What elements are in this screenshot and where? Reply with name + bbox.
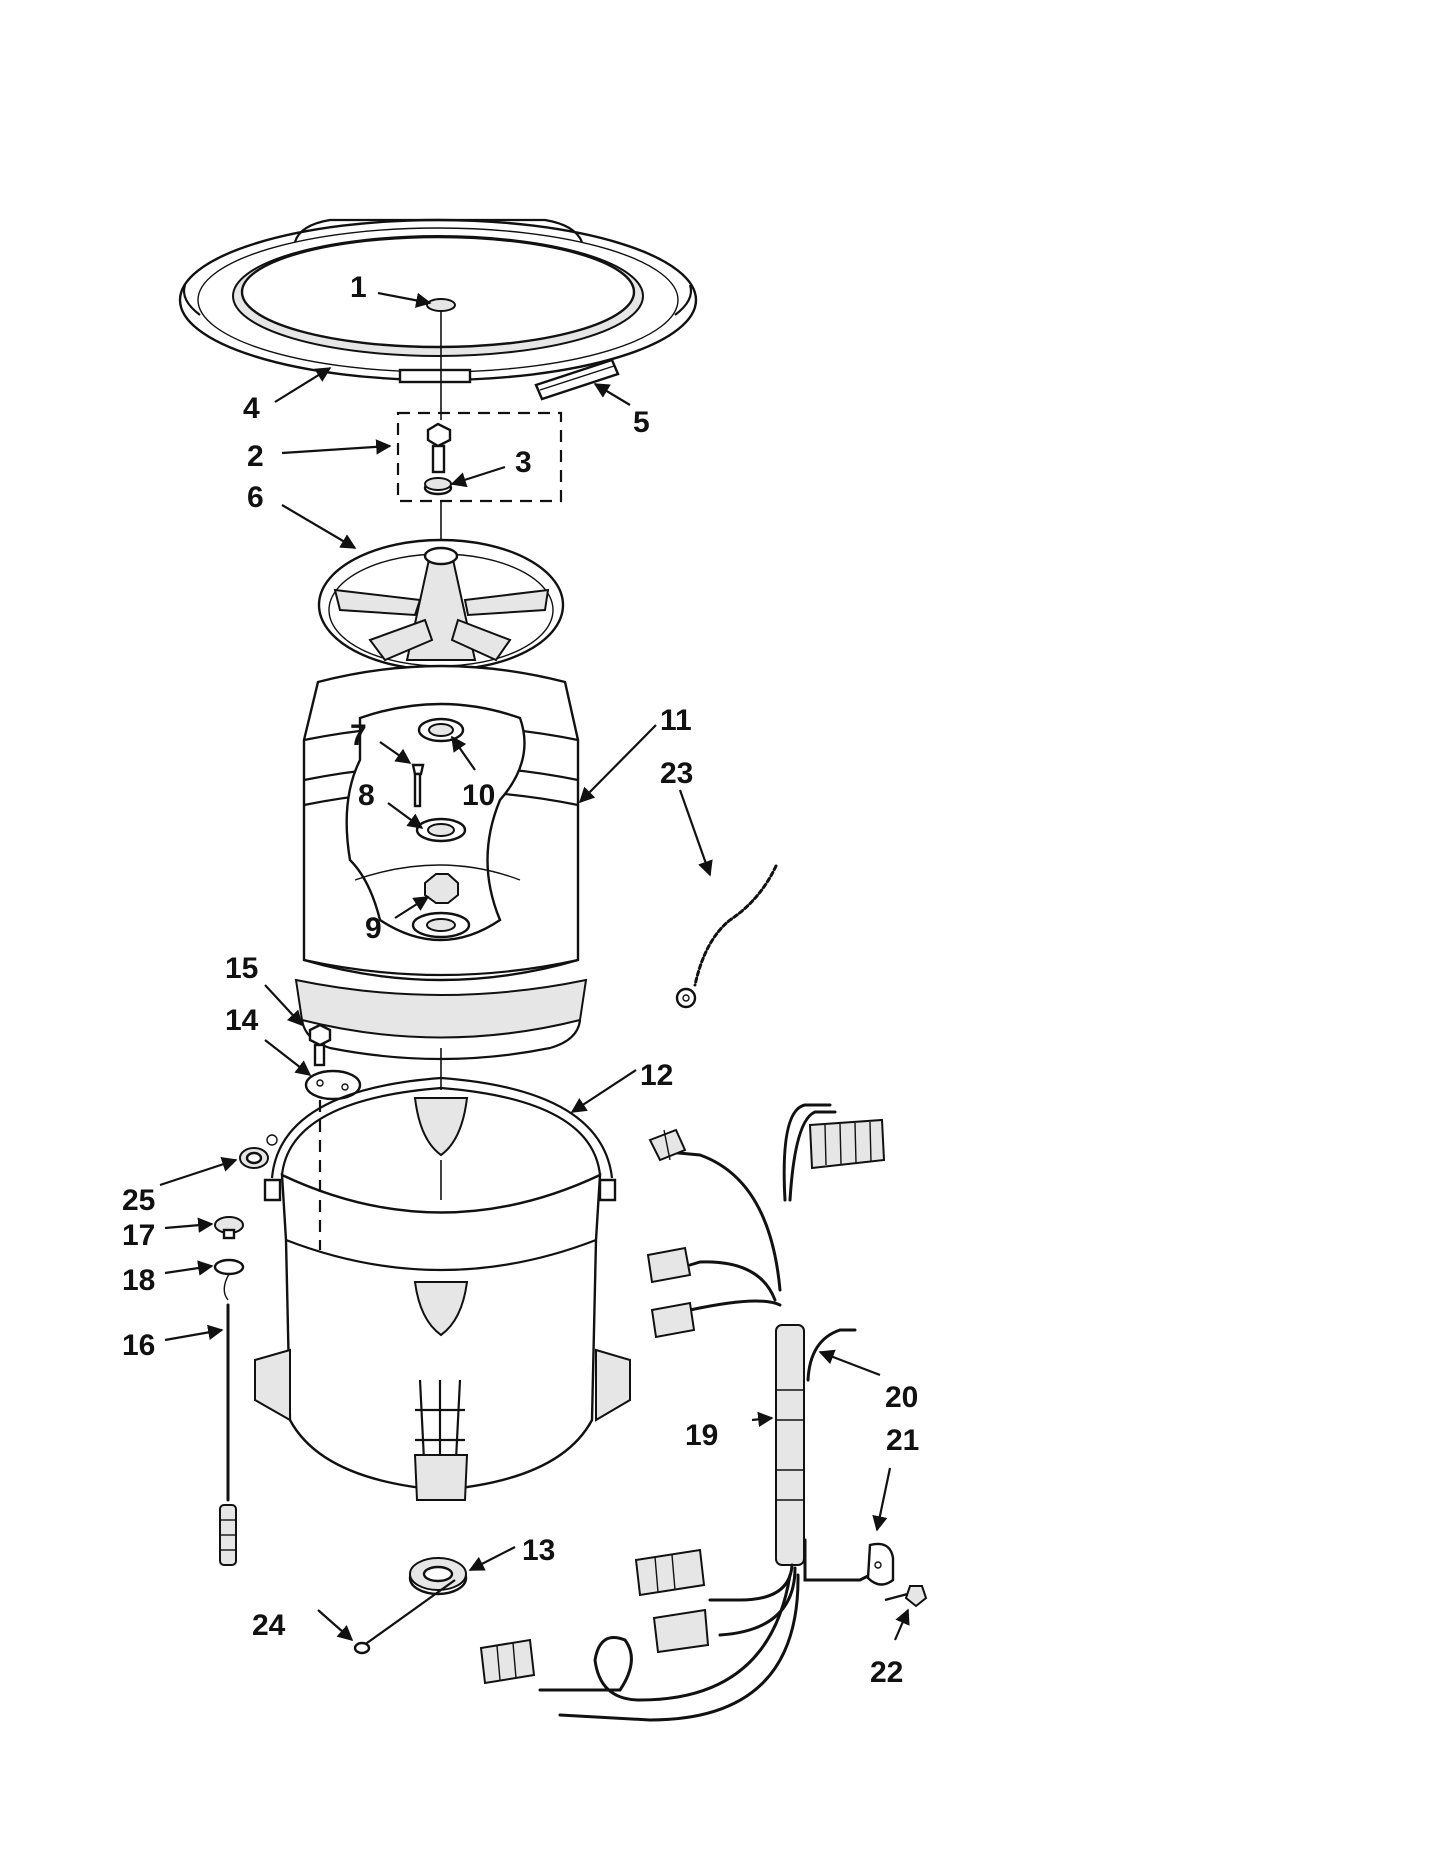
strip-part [534, 358, 620, 401]
callout-22: 22 [870, 1656, 903, 1689]
callout-25: 25 [122, 1184, 155, 1217]
bracket-part [304, 1069, 362, 1101]
callout-2: 2 [247, 440, 264, 473]
callout-16: 16 [122, 1329, 155, 1362]
bolt-kit-box [396, 411, 563, 503]
callout-24: 24 [252, 1609, 286, 1642]
screw-part [411, 763, 425, 808]
callout-10: 10 [462, 779, 495, 812]
clip-screw-part [884, 1585, 928, 1608]
bonding-strap-part [675, 864, 778, 1009]
spring-part [239, 1134, 278, 1169]
callout-21: 21 [886, 1424, 919, 1457]
callout-20: 20 [885, 1381, 918, 1414]
bracket-bolt-part [308, 1023, 332, 1067]
callout-labels: 1 4 5 2 3 6 7 10 8 9 11 23 15 14 12 25 1… [122, 271, 919, 1689]
callout-19: 19 [685, 1419, 718, 1452]
connector-f-part [652, 1608, 710, 1654]
connector-g-part [479, 1638, 536, 1685]
connector-b-part [808, 1118, 886, 1170]
outer-tub-part [254, 1076, 631, 1501]
connector-c-part [646, 1246, 692, 1284]
callout-14: 14 [225, 1004, 259, 1037]
hose-part [219, 1303, 237, 1566]
callout-15: 15 [225, 952, 258, 985]
clip-part [866, 1542, 895, 1586]
callout-3: 3 [515, 446, 532, 479]
cover-cap-part [426, 298, 456, 312]
callout-17: 17 [122, 1219, 155, 1252]
connector-a-part [648, 1128, 687, 1162]
callout-4: 4 [243, 392, 260, 425]
callout-5: 5 [633, 406, 650, 439]
callout-18: 18 [122, 1264, 155, 1297]
bolt-part [426, 422, 452, 474]
callout-1: 1 [350, 271, 367, 304]
callout-7: 7 [350, 719, 367, 752]
impeller-part [317, 538, 565, 672]
callout-13: 13 [522, 1534, 555, 1567]
nut-part [424, 873, 459, 904]
cap-part [214, 1216, 244, 1240]
retainer-part [213, 1258, 245, 1301]
callout-12: 12 [640, 1059, 673, 1092]
callout-23: 23 [660, 757, 693, 790]
leader-lines [159, 291, 910, 1642]
hub-seal-part [417, 717, 465, 743]
connector-e-part [634, 1548, 706, 1597]
tub-ring-part [178, 218, 698, 384]
callout-9: 9 [365, 912, 382, 945]
tie-strap-part [353, 1579, 456, 1655]
gasket-part [415, 817, 467, 843]
bearing-seal-part [408, 1557, 468, 1596]
connector-d-part [650, 1301, 696, 1339]
washer-part [423, 477, 453, 496]
callout-11: 11 [660, 704, 692, 737]
callout-6: 6 [247, 481, 264, 514]
callout-8: 8 [358, 779, 375, 812]
